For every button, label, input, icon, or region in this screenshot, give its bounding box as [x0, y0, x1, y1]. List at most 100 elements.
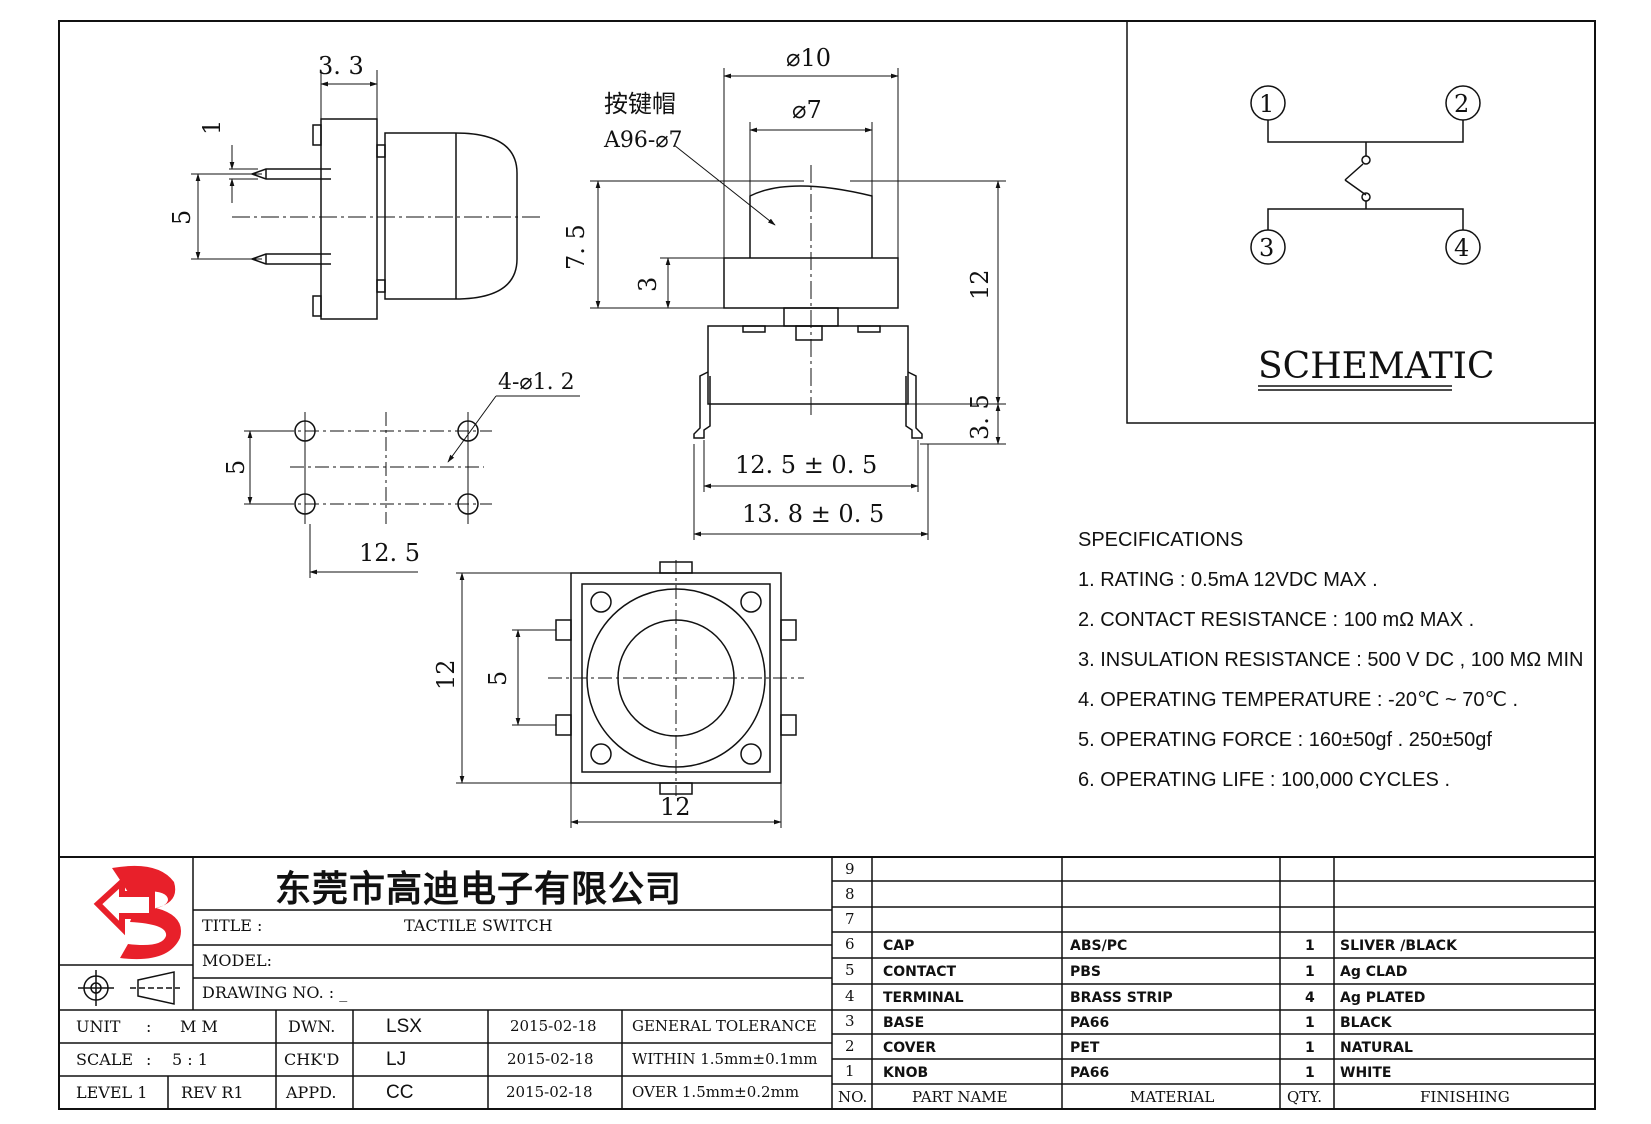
sheet-border [58, 20, 1596, 1110]
schematic-frame [1126, 20, 1596, 424]
bom-cell-no: 1 [845, 1062, 855, 1080]
bom-cell-material: BRASS STRIP [1070, 990, 1173, 1006]
side-view [191, 70, 540, 320]
schematic-diagram [1250, 85, 1481, 265]
bom-cell-part: CAP [883, 938, 915, 954]
bom-header-part: PART NAME [912, 1088, 1008, 1106]
spec-item: 5. OPERATING FORCE : 160±50gf . 250±50gf [1078, 729, 1492, 751]
dim-footprint-span: 12. 5 [359, 539, 420, 567]
bom-cell-finishing: SLIVER /BLACK [1340, 938, 1457, 954]
footprint-view [244, 395, 580, 578]
scale-sep: : [146, 1050, 152, 1069]
specifications-heading: SPECIFICATIONS [1078, 529, 1244, 551]
bom-cell-qty: 1 [1305, 964, 1315, 980]
chk-date: 2015-02-18 [507, 1050, 594, 1068]
dwn-date: 2015-02-18 [510, 1017, 597, 1035]
bom-cell-no: 5 [845, 961, 855, 979]
spec-item: 2. CONTACT RESISTANCE : 100 mΩ MAX . [1078, 609, 1475, 631]
bom-cell-finishing: Ag PLATED [1340, 990, 1426, 1006]
model-label: MODEL: [202, 951, 273, 970]
dim-side-pin: 1 [198, 120, 226, 135]
bom-header-no: NO. [838, 1088, 868, 1106]
appd-date: 2015-02-18 [506, 1083, 593, 1101]
bom-header-qty: QTY. [1287, 1088, 1323, 1106]
schematic-pin-3: 3 [1259, 234, 1274, 262]
tolerance-within: WITHIN 1.5mm±0.1mm [632, 1050, 818, 1068]
dim-front-width-inner: 12. 5 ± 0. 5 [735, 451, 877, 479]
dim-front-cap-height: 7. 5 [562, 224, 590, 270]
dim-front-body-height: 3 [634, 277, 662, 292]
schematic-title: SCHEMATIC [1258, 346, 1495, 387]
bom-cell-material: ABS/PC [1070, 938, 1128, 954]
unit-label: UNIT [76, 1017, 121, 1036]
spec-item: 6. OPERATING LIFE : 100,000 CYCLES . [1078, 769, 1451, 791]
dim-front-width-outer: 13. 8 ± 0. 5 [742, 500, 884, 528]
bom-header-material: MATERIAL [1130, 1088, 1215, 1106]
bom-cell-no: 4 [845, 987, 855, 1005]
bom-cell-finishing: WHITE [1340, 1065, 1392, 1081]
level-label: LEVEL 1 [76, 1083, 148, 1102]
bom-cell-material: PET [1070, 1040, 1100, 1056]
schematic-pin-1: 1 [1259, 90, 1274, 118]
dwn-value: LSX [386, 1016, 422, 1037]
projection-symbol-icon [78, 970, 180, 1006]
appd-value: CC [386, 1082, 414, 1103]
dim-top-pitch: 5 [484, 671, 512, 686]
bom-cell-no: 8 [845, 885, 855, 903]
dim-side-top: 3. 3 [318, 52, 364, 80]
bom-cell-finishing: BLACK [1340, 1015, 1392, 1031]
bom-cell-part: CONTACT [883, 964, 957, 980]
bom-cell-finishing: Ag CLAD [1340, 964, 1408, 980]
spec-item: 4. OPERATING TEMPERATURE : -20℃ ~ 70℃ . [1078, 689, 1519, 711]
cap-label-code: A96-⌀7 [603, 128, 683, 153]
appd-label: APPD. [286, 1083, 337, 1102]
specifications-block: SPECIFICATIONS 1. RATING : 0.5mA 12VDC M… [1078, 520, 1583, 800]
bom-header-finishing: FINISHING [1420, 1088, 1510, 1106]
bom-cell-material: PBS [1070, 964, 1102, 980]
dim-front-total-height: 12 [966, 269, 994, 300]
bom-cell-qty: 1 [1305, 1065, 1315, 1081]
top-view [456, 560, 804, 828]
schematic-pin-4: 4 [1454, 234, 1469, 262]
front-view [590, 68, 1006, 540]
bom-cell-part: COVER [883, 1040, 936, 1056]
tolerance-over: OVER 1.5mm±0.2mm [632, 1083, 800, 1101]
scale-value: 5 : 1 [172, 1050, 208, 1069]
bom-cell-no: 9 [845, 860, 855, 878]
spec-item: 1. RATING : 0.5mA 12VDC MAX . [1078, 569, 1378, 591]
unit-sep: : [146, 1017, 152, 1036]
title-label: TITLE : [202, 916, 263, 935]
dim-front-outer-diam: ⌀10 [786, 44, 831, 72]
title-value: TACTILE SWITCH [404, 916, 553, 935]
dim-footprint-holes: 4-⌀1. 2 [498, 370, 575, 395]
bom-cell-part: KNOB [883, 1065, 929, 1081]
scale-label: SCALE [76, 1050, 134, 1069]
dwn-label: DWN. [288, 1017, 336, 1036]
chk-value: LJ [386, 1049, 407, 1070]
dim-top-height: 12 [432, 659, 460, 690]
bom-cell-qty: 4 [1305, 990, 1315, 1006]
rev-label: REV R1 [181, 1083, 244, 1102]
bom-cell-no: 6 [845, 935, 855, 953]
unit-value: M M [180, 1017, 218, 1036]
dim-side-pitch: 5 [168, 210, 196, 225]
bom-cell-qty: 1 [1305, 938, 1315, 954]
bom-cell-part: BASE [883, 1015, 925, 1031]
cap-label-cn: 按键帽 [604, 90, 676, 118]
dim-top-width: 12 [660, 793, 691, 821]
tolerance-general: GENERAL TOLERANCE [632, 1017, 817, 1035]
bom-cell-material: PA66 [1070, 1065, 1110, 1081]
bom-cell-qty: 1 [1305, 1015, 1315, 1031]
spec-item: 3. INSULATION RESISTANCE : 500 V DC , 10… [1078, 649, 1584, 671]
bom-cell-no: 7 [845, 910, 855, 928]
bom-cell-no: 2 [845, 1037, 855, 1055]
bom-cell-qty: 1 [1305, 1040, 1315, 1056]
dim-footprint-pitch: 5 [222, 460, 250, 475]
dim-front-pin-height: 3. 5 [966, 394, 994, 440]
dim-front-inner-diam: ⌀7 [792, 96, 822, 124]
bom-cell-no: 3 [845, 1012, 855, 1030]
bom-cell-finishing: NATURAL [1340, 1040, 1413, 1056]
company-logo [93, 865, 181, 960]
schematic-pin-2: 2 [1454, 90, 1469, 118]
